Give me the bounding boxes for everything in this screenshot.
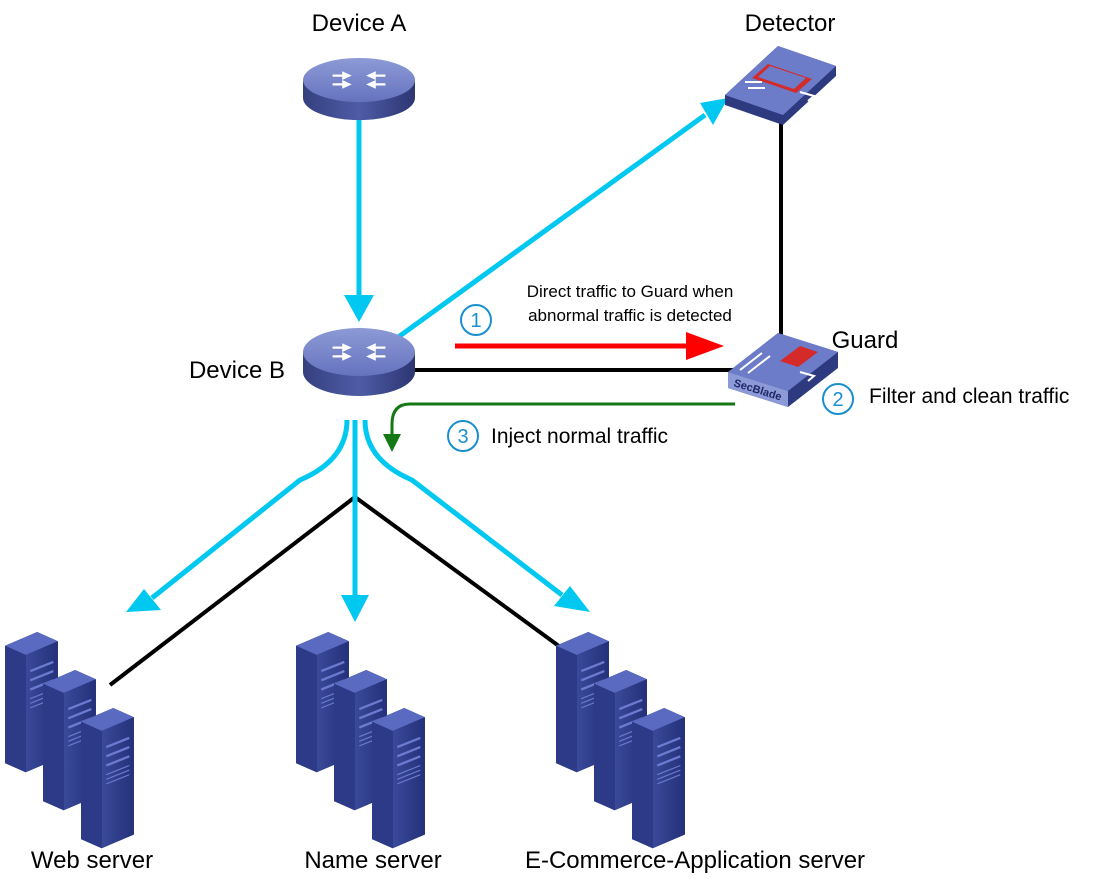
link-ecommerce-server	[353, 495, 580, 662]
svg-text:2: 2	[832, 389, 843, 411]
arrowhead-to-name	[341, 595, 369, 622]
ecommerce-server-icon	[556, 632, 685, 848]
step-1-badge: 1	[460, 304, 492, 336]
injection-arrow	[383, 402, 735, 452]
detector-label: Detector	[745, 10, 836, 37]
diversion-arrow	[455, 332, 724, 360]
arrowhead-to-ecommerce	[554, 586, 590, 612]
arrowhead-to-device-b	[344, 295, 374, 322]
flow-b-to-ecommerce	[362, 419, 564, 597]
step-1-text-line2: abnormal traffic is detected	[528, 306, 732, 325]
flow-b-to-detector	[395, 112, 707, 341]
flow-b-to-web	[150, 419, 350, 600]
guard-label: Guard	[832, 327, 899, 354]
svg-text:1: 1	[470, 310, 481, 332]
arrowhead-to-detector	[700, 98, 728, 125]
device-b-router-icon	[303, 328, 415, 396]
detector-appliance-icon	[725, 46, 836, 125]
step-2-text: Filter and clean traffic	[869, 385, 1069, 408]
web-server-label: Web server	[31, 847, 153, 874]
link-web-server	[108, 495, 357, 687]
name-server-label: Name server	[304, 847, 441, 874]
step-2-badge: 2	[822, 383, 854, 415]
svg-text:3: 3	[457, 426, 468, 448]
device-a-router-icon	[303, 58, 415, 120]
device-a-label: Device A	[312, 10, 407, 37]
traffic-arrowheads	[126, 98, 728, 622]
guard-appliance-icon: SecBlade	[728, 333, 838, 407]
device-b-label: Device B	[189, 357, 285, 384]
arrowhead-to-web	[126, 589, 161, 612]
step-3-badge: 3	[447, 420, 479, 452]
web-server-icon	[5, 632, 134, 848]
ecommerce-server-label: E-Commerce-Application server	[525, 847, 865, 874]
step-1-text-line1: Direct traffic to Guard when	[527, 282, 734, 301]
step-3-text: Inject normal traffic	[491, 425, 668, 448]
traffic-flows	[150, 108, 707, 600]
name-server-icon	[296, 632, 425, 848]
